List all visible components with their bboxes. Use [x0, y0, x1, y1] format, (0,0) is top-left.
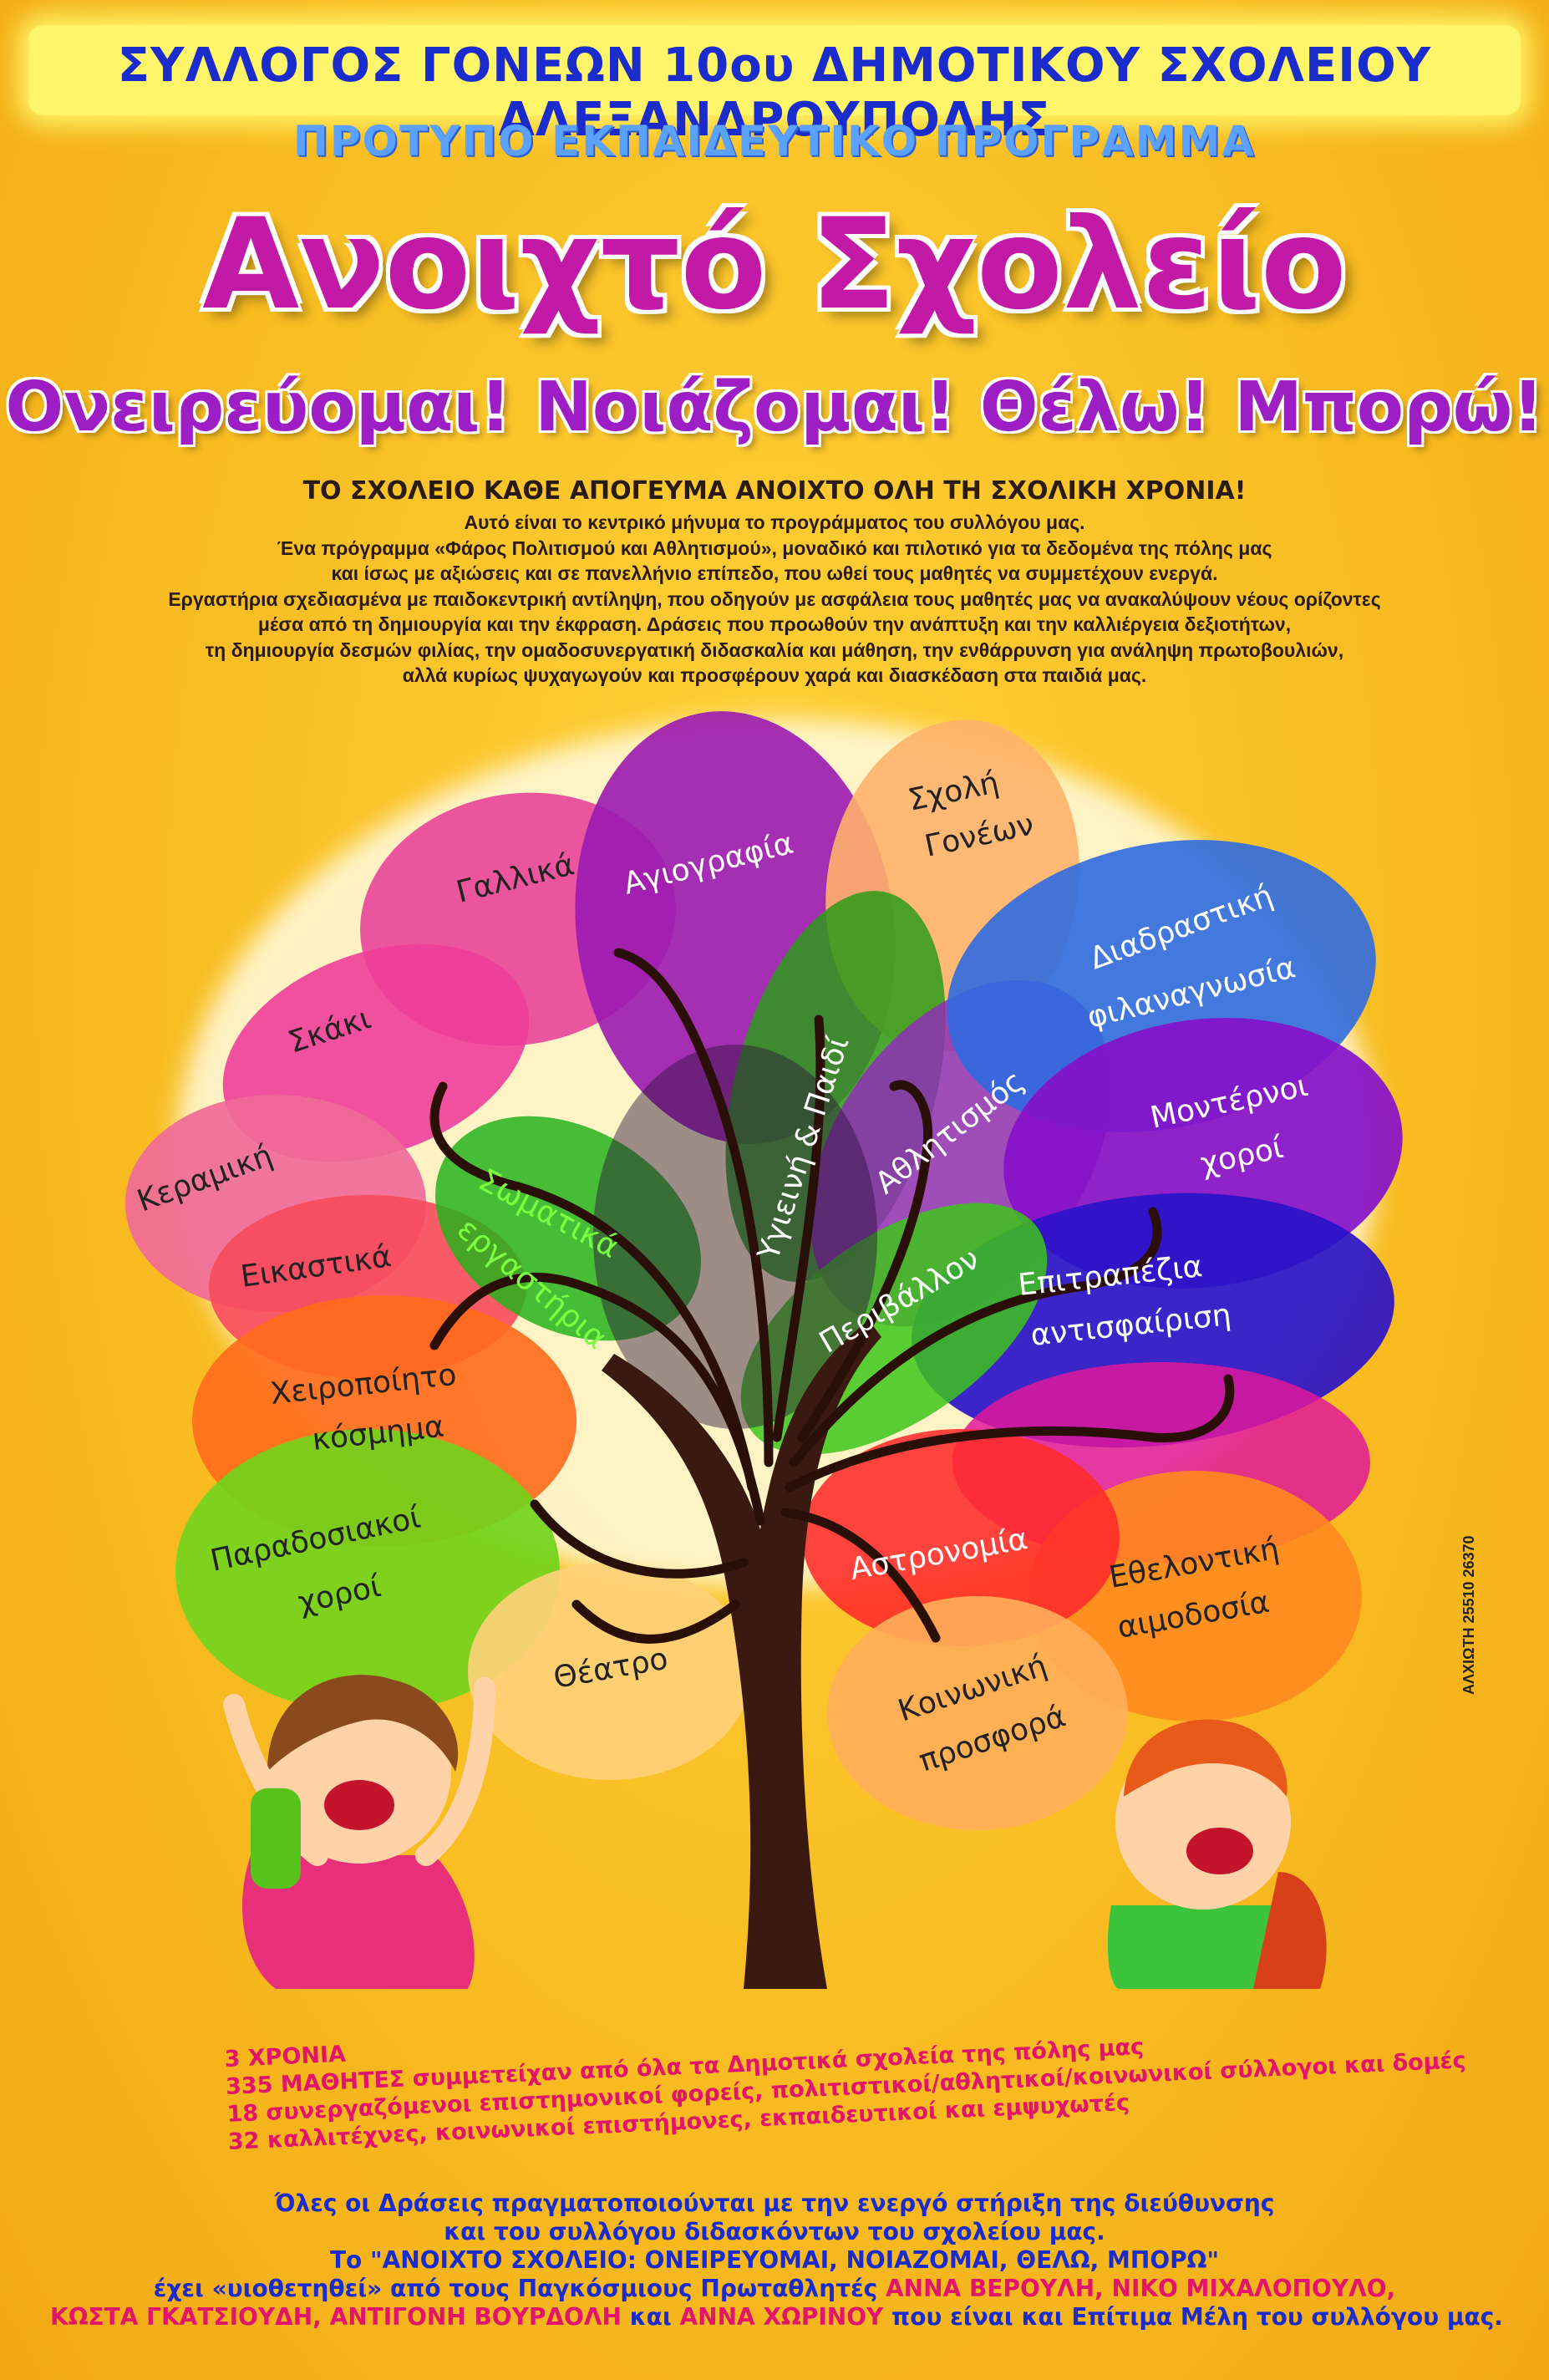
intro-heading: ΤΟ ΣΧΟΛΕΙΟ ΚΑΘΕ ΑΠΟΓΕΥΜΑ ΑΝΟΙΧΤΟ ΟΛΗ ΤΗ …: [302, 476, 1247, 506]
leaf-traditional-dances: [175, 1429, 560, 1713]
printer-phone: 25510 26370: [1460, 1535, 1477, 1624]
printer-logo: ΑΛΧΙΩΤΗ: [1460, 1627, 1477, 1695]
footer-line: έχει «υιοθετηθεί» από τους Παγκόσμιους Π…: [50, 2275, 1499, 2303]
intro-line: Αυτό είναι το κεντρικό μήνυμα το προγράμ…: [464, 511, 1085, 533]
footer-line: ΚΩΣΤΑ ΓΚΑΤΣΙΟΥΔΗ, ΑΝΤΙΓΟΝΗ ΒΟΥΡΔΟΛΗ και …: [50, 2303, 1503, 2332]
intro-line: μέσα από τη δημιουργία και την έκφραση. …: [257, 613, 1292, 635]
champion-names: ΑΝΝΑ ΒΕΡΟΥΛΗ, ΝΙΚΟ ΜΙΧΑΛΟΠΟΥΛΟ,: [886, 2275, 1396, 2302]
intro-line: τη δημιουργία δεσμών φιλίας, την ομαδοσυ…: [205, 638, 1344, 661]
boy-illustration: [1107, 1719, 1327, 1989]
tree-branches: [429, 948, 1235, 1644]
intro-line: και ίσως με αξιώσεις και σε πανελλήνιο ε…: [331, 562, 1218, 584]
tree-trunk: [602, 1320, 881, 1989]
slogan: Ονειρεύομαι! Νοιάζομαι! Θέλω! Μπορώ!: [5, 368, 1544, 447]
leaf-social-offer: [827, 1596, 1128, 1830]
footer-adopted: έχει «υιοθετηθεί» από τους Παγκόσμιους Π…: [153, 2275, 886, 2302]
tree-leaves: [125, 711, 1403, 1830]
intro-text: Αυτό είναι το κεντρικό μήνυμα το προγράμ…: [42, 510, 1507, 689]
leaf-astronomy: [802, 1429, 1120, 1646]
program-subtitle: ΠΡΟΤΥΠΟ ΕΚΠΑΙΔΕΥΤΙΚΟ ΠΡΟΓΡΑΜΜΑ: [293, 117, 1256, 165]
stats-block: 3 ΧΡΟΝΙΑ 335 ΜΑΘΗΤΕΣ συμμετείχαν από όλα…: [224, 1991, 1480, 2156]
header-band: [28, 25, 1521, 115]
intro-line: Ένα πρόγραμμα «Φάρος Πολιτισμού και Αθλη…: [277, 537, 1272, 559]
leaf-theatre: [468, 1563, 752, 1780]
main-title: Ανοιχτό Σχολείο: [202, 192, 1347, 338]
intro-line: αλλά κυρίως ψυχαγωγούν και προσφέρουν χα…: [402, 664, 1147, 686]
intro-line: Εργαστήρια σχεδιασμένα με παιδοκεντρική …: [168, 587, 1381, 610]
girl-illustration: [223, 1675, 495, 1989]
footer-line: και του συλλόγου διδασκόντων του σχολείο…: [444, 2218, 1105, 2245]
champion-names: ΚΩΣΤΑ ΓΚΑΤΣΙΟΥΔΗ, ΑΝΤΙΓΟΝΗ ΒΟΥΡΔΟΛΗ: [50, 2303, 622, 2331]
champion-name: ΑΝΝΑ ΧΩΡΙΝΟΥ: [679, 2303, 884, 2331]
footer-line: Το "ΑΝΟΙΧΤΟ ΣΧΟΛΕΙΟ: ΟΝΕΙΡΕΥΟΜΑΙ, ΝΟΙΑΖΟ…: [329, 2246, 1220, 2274]
footer-line: Όλες οι Δράσεις πραγματοποιούνται με την…: [274, 2189, 1275, 2217]
footer-honorary: που είναι και Επίτιμα Μέλη του συλλόγου …: [883, 2303, 1503, 2331]
printer-credit: ΑΛΧΙΩΤΗ 25510 26370: [1460, 1535, 1478, 1695]
footer-text: Όλες οι Δράσεις πραγματοποιούνται με την…: [50, 2189, 1503, 2332]
activity-tree: Γαλλικά Σκάκι Κεραμική Εικαστικά Χειροπο…: [125, 711, 1403, 1989]
footer-and: και: [621, 2303, 680, 2331]
association-title: ΣΥΛΛΟΓΟΣ ΓΟΝΕΩΝ 10ου ΔΗΜΟΤΙΚΟΥ ΣΧΟΛΕΙΟΥ …: [117, 38, 1432, 147]
